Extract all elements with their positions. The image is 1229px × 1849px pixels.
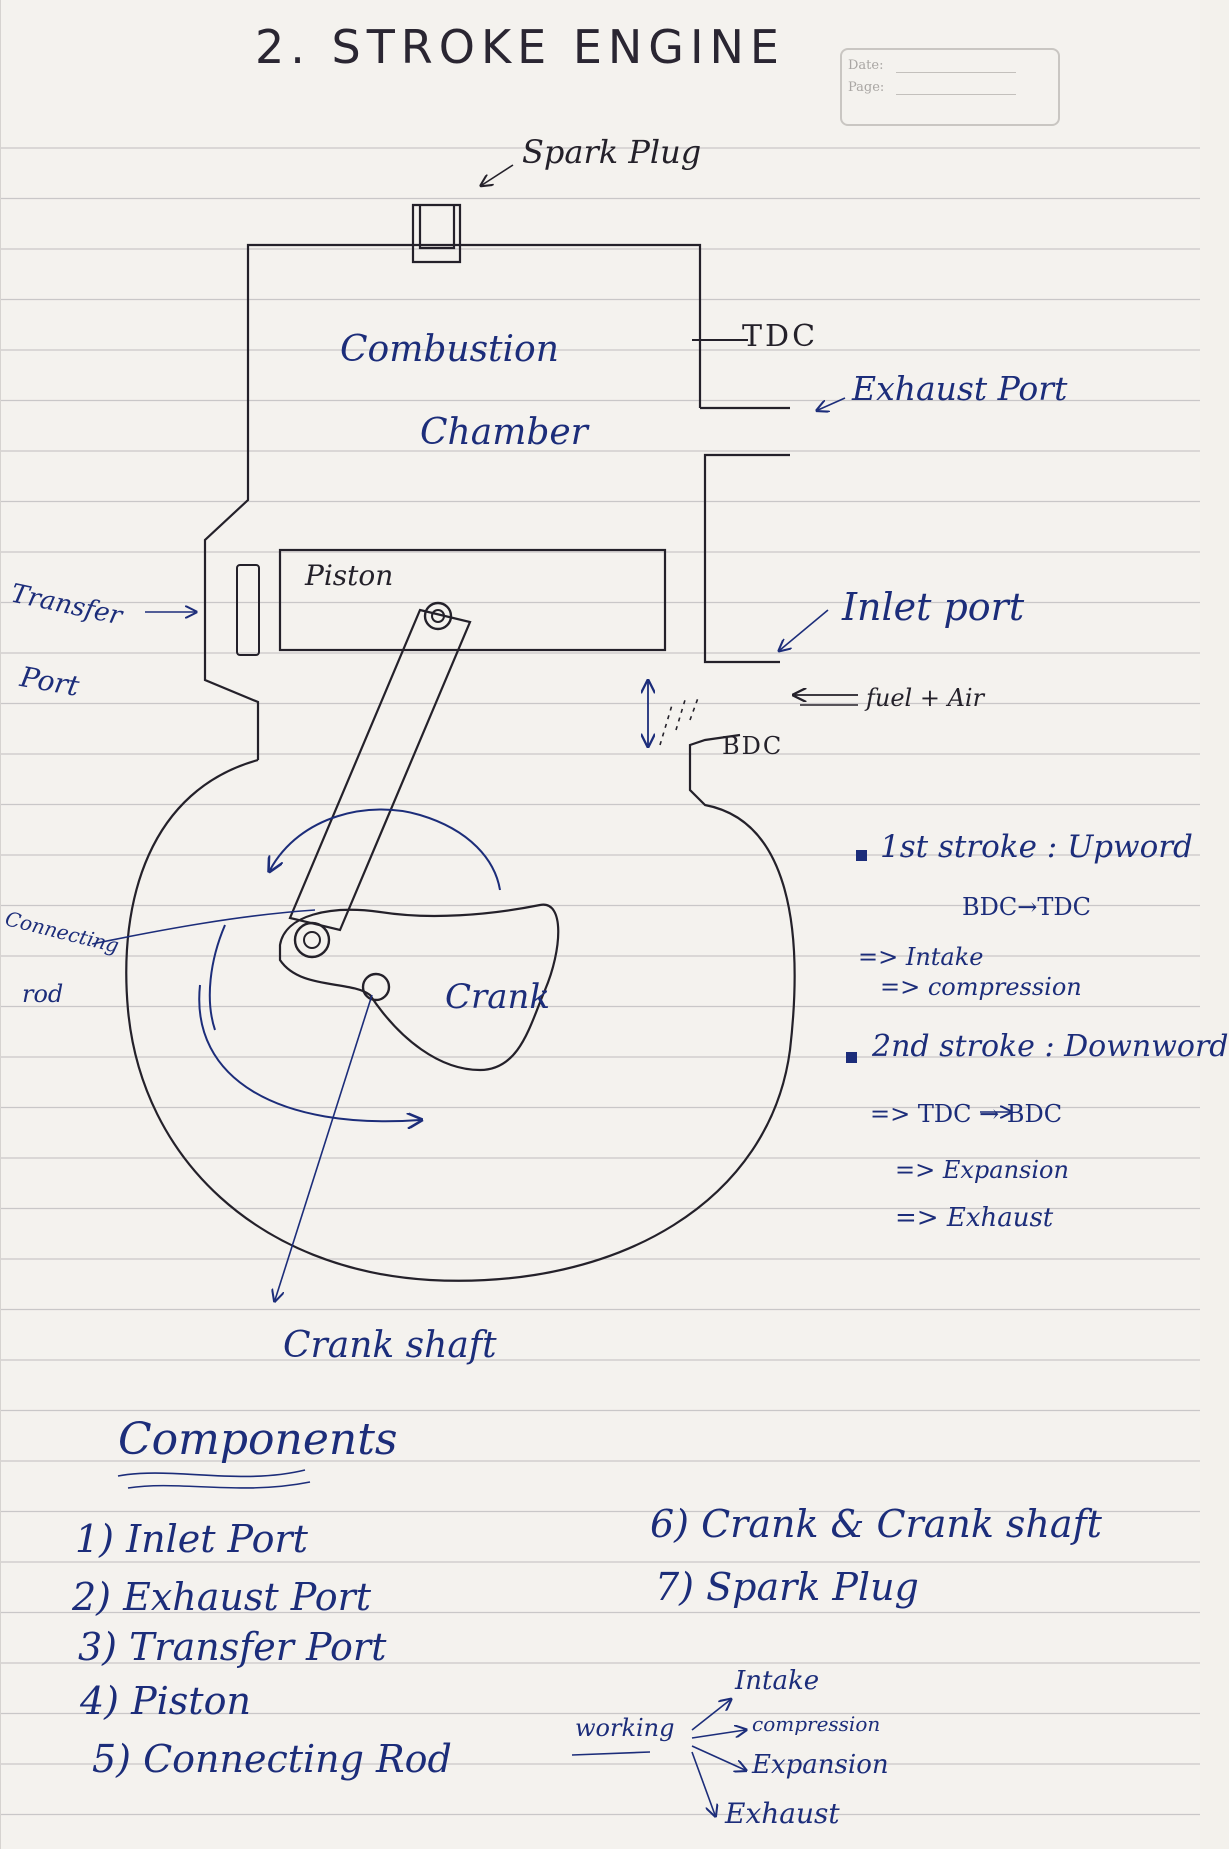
- crankshaft-center: [361, 972, 391, 1002]
- ruled-lines: [0, 0, 1200, 1849]
- stroke-1-bullet: [856, 850, 867, 861]
- inlet-port-leader: [780, 609, 829, 650]
- date-line: [896, 72, 1016, 73]
- stroke-2-bullet: [846, 1052, 857, 1063]
- component-item-6: 6) Crank & Crank shaft: [650, 1502, 1102, 1546]
- stroke-1-step-1: => Intake: [858, 943, 984, 971]
- stroke-1-step-2: => compression: [880, 973, 1082, 1001]
- cylinder-right-lower: [703, 453, 790, 664]
- component-item-5: 5) Connecting Rod: [92, 1737, 452, 1781]
- stroke-2-direction: => TDC → BDC: [870, 1100, 1063, 1128]
- stroke-1-heading: 1st stroke : Upword: [880, 829, 1193, 865]
- gudgeon-pin: [423, 601, 453, 631]
- working-arrow-compression: [691, 1730, 745, 1739]
- engine-diagram: [91, 164, 1200, 1849]
- label-rod: rod: [22, 980, 64, 1008]
- stroke-2-step-1: => Expansion: [895, 1156, 1069, 1184]
- spark-plug-leader: [482, 164, 514, 185]
- stroke-1-direction: BDC→TDC: [962, 893, 1091, 921]
- page-title: 2. STROKE ENGINE: [255, 20, 785, 74]
- crankcase: [125, 733, 796, 1282]
- label-exhaust-port: Exhaust Port: [852, 369, 1068, 408]
- working-arrow-exhaust: [691, 1751, 715, 1815]
- label-crank-shaft: Crank shaft: [283, 1325, 497, 1366]
- component-item-3: 3) Transfer Port: [78, 1625, 387, 1669]
- stroke-2-heading: 2nd stroke : Downword: [872, 1029, 1229, 1064]
- components-heading: Components: [118, 1414, 398, 1465]
- date-box: Date: Page:: [840, 48, 1060, 126]
- component-item-4: 4) Piston: [80, 1679, 251, 1723]
- cylinder-wall: [203, 243, 702, 760]
- components-underline: [117, 1469, 311, 1489]
- connecting-rod-leader: [91, 909, 316, 945]
- piston: [278, 548, 667, 652]
- component-item-1: 1) Inlet Port: [75, 1517, 308, 1561]
- page-line: [896, 94, 1016, 95]
- label-inlet-port: Inlet port: [842, 585, 1025, 629]
- spark-plug: [411, 203, 462, 264]
- label-chamber: Chamber: [420, 412, 588, 453]
- label-combustion: Combustion: [340, 329, 559, 370]
- working-underline: [571, 1751, 651, 1756]
- gudgeon-pin-inner: [431, 609, 445, 623]
- rotation-arrow-top: [270, 808, 501, 891]
- component-item-2: 2) Exhaust Port: [72, 1575, 372, 1619]
- crank-pin-inner: [303, 931, 321, 949]
- label-tdc: TDC: [742, 319, 819, 354]
- working-step-exhaust: Exhaust: [725, 1797, 840, 1830]
- working-arrow-intake: [691, 1700, 730, 1731]
- working-step-intake: Intake: [735, 1666, 820, 1696]
- transfer-port-opening: [236, 564, 260, 656]
- crank-shaft-leader: [275, 994, 373, 1300]
- rotation-arrow-bottom: [198, 924, 420, 1121]
- working-step-compression: compression: [752, 1712, 881, 1736]
- crank-pin: [293, 921, 331, 959]
- component-item-7: 7) Spark Plug: [655, 1565, 919, 1609]
- date-label: Date:: [848, 58, 884, 73]
- label-piston: Piston: [305, 559, 394, 592]
- exhaust-port-leader: [818, 397, 846, 410]
- working-arrow-expansion: [691, 1745, 745, 1770]
- page-label: Page:: [848, 80, 885, 95]
- label-fuel-air: fuel + Air: [866, 684, 985, 712]
- working-label: working: [575, 1714, 675, 1742]
- stroke-2-step-2: => Exhaust: [895, 1203, 1054, 1233]
- label-spark-plug: Spark Plug: [522, 133, 702, 171]
- label-crank: Crank: [445, 977, 551, 1017]
- crank: [278, 903, 560, 1072]
- fuel-dashes: [659, 697, 699, 746]
- working-step-expansion: Expansion: [752, 1750, 889, 1780]
- connecting-rod: [288, 608, 472, 932]
- label-bdc: BDC: [722, 732, 784, 760]
